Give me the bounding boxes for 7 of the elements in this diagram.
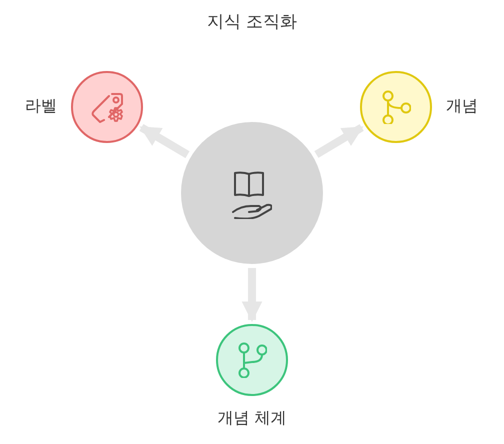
arrow — [242, 268, 262, 322]
node-label: 개념 — [446, 96, 478, 117]
node-label: 개념 체계 — [217, 408, 287, 429]
arrow — [139, 124, 190, 158]
diagram-title: 지식 조직화 — [206, 11, 298, 33]
arrow — [314, 124, 364, 158]
node-label: 라벨 — [25, 96, 57, 117]
